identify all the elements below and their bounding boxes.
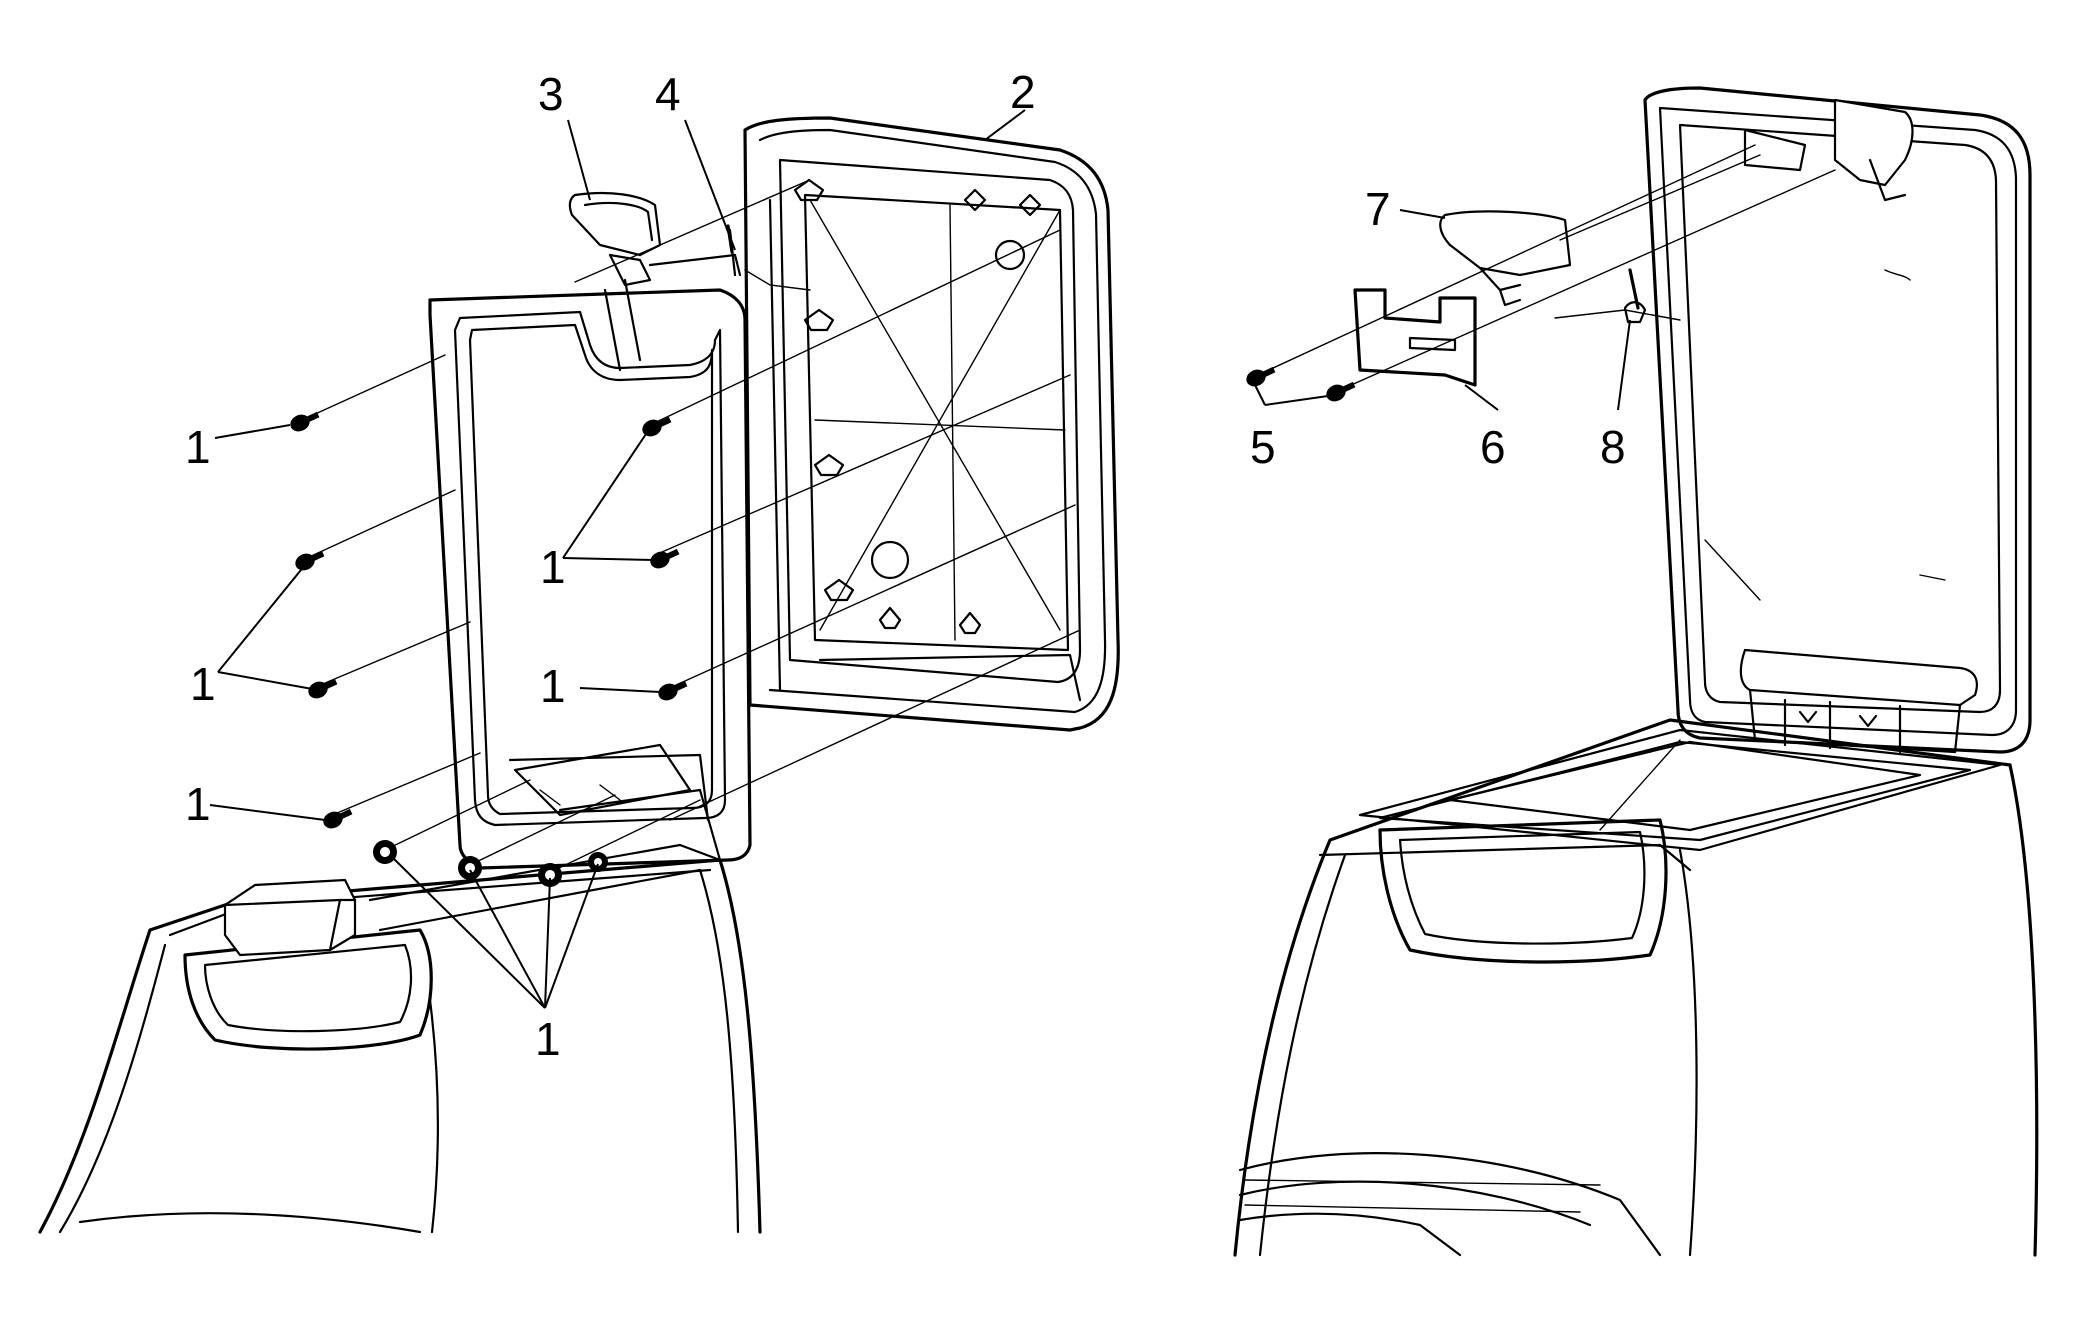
release-handle-right: [1439, 210, 1572, 307]
screw-icon: [373, 840, 397, 864]
fastener-alignment-lines: [301, 181, 1081, 871]
armrest-door-frame: [743, 116, 1120, 732]
screw-icon: [290, 411, 320, 432]
callout-4: 4: [655, 68, 681, 120]
screws-left: [290, 411, 688, 887]
callout-7: 7: [1365, 183, 1391, 235]
callout-leaders-left: [209, 109, 1026, 1009]
screw-icon: [458, 856, 482, 880]
callout-6: 6: [1480, 421, 1506, 473]
callout-2: 2: [1010, 66, 1036, 118]
callout-1: 1: [185, 421, 211, 473]
console-body-right: [1233, 718, 2039, 1257]
screw-icon: [588, 852, 608, 872]
left-exploded-view: 1 1 1 1 1 1 3 4 2: [38, 66, 1120, 1234]
mounting-bracket: [1353, 288, 1477, 387]
callout-leaders-right: [1254, 209, 1631, 411]
callout-5: 5: [1250, 421, 1276, 473]
callout-1: 1: [185, 778, 211, 830]
screw-icon: [538, 863, 562, 887]
callout-1: 1: [540, 660, 566, 712]
screws-right: [1246, 366, 1356, 402]
release-handle: [568, 191, 662, 362]
screw-icon: [1326, 381, 1356, 402]
callout-3: 3: [538, 68, 564, 120]
callout-8: 8: [1600, 421, 1626, 473]
screw-icon: [1246, 366, 1276, 387]
fastener-alignment-lines-right: [1257, 144, 1836, 391]
pivot-pin: [1623, 268, 1647, 324]
callout-1: 1: [540, 541, 566, 593]
screw-icon: [658, 680, 688, 701]
armrest-liner-panel: [428, 288, 752, 870]
right-assembled-view: 7 5 6 8: [1233, 86, 2039, 1257]
screw-icon: [295, 550, 325, 571]
screw-icon: [323, 808, 353, 829]
armrest-lid-open: [1643, 86, 2032, 754]
callout-1: 1: [535, 1013, 561, 1065]
screw-icon: [650, 548, 680, 569]
console-body-left: [38, 743, 762, 1234]
callout-1: 1: [190, 658, 216, 710]
latch-rod: [648, 224, 742, 277]
